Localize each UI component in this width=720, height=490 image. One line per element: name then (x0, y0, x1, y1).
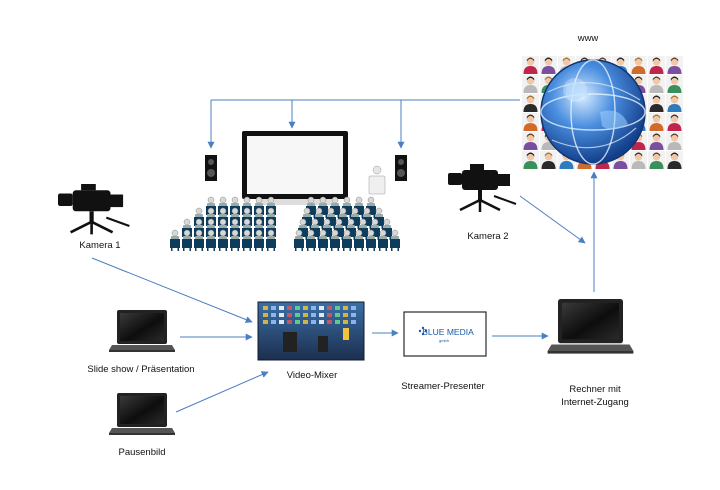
mixer-button (319, 320, 324, 324)
user-avatar-icon (648, 75, 665, 93)
video-camera-icon (56, 182, 131, 236)
mixer-button (295, 320, 300, 324)
mixer-button (287, 306, 292, 310)
mixer-button (319, 313, 324, 317)
mixer-button (263, 306, 268, 310)
mixer-button (303, 313, 308, 317)
user-avatar-icon (522, 94, 539, 112)
mixer-button (311, 313, 316, 317)
speaker-icon (395, 155, 407, 181)
mixer-button (351, 320, 356, 324)
user-avatar-icon (540, 151, 557, 169)
mixer-button (287, 320, 292, 324)
globe-icon (540, 59, 646, 165)
mixer-button (263, 313, 268, 317)
laptop-icon (109, 310, 175, 352)
presenter-icon (368, 165, 386, 195)
user-avatar-icon (666, 75, 683, 93)
mixer-button (279, 313, 284, 317)
label-slideshow: Slide show / Präsentation (87, 364, 195, 375)
mixer-button (327, 306, 332, 310)
mixer-button (287, 313, 292, 317)
connection-arrows (91, 99, 598, 413)
mixer-button (295, 306, 300, 310)
mixer-button (327, 313, 332, 317)
mixer-button (295, 313, 300, 317)
user-avatar-icon (648, 151, 665, 169)
logo-subtext: gmbh (439, 338, 449, 343)
mixer-button (327, 320, 332, 324)
mixer-button (343, 320, 348, 324)
label-rechner-line1: Rechner mit (569, 384, 621, 395)
mixer-button (263, 320, 268, 324)
user-avatar-icon (540, 56, 557, 74)
logo-text: BLUE MEDIA (422, 327, 474, 337)
user-avatar-icon (666, 151, 683, 169)
mixer-button (351, 306, 356, 310)
user-avatar-icon (522, 113, 539, 131)
user-avatar-icon (522, 151, 539, 169)
mixer-button (279, 306, 284, 310)
label-streamer: Streamer-Presenter (401, 381, 485, 392)
arrow-kamera2-rechner (519, 195, 586, 244)
user-avatar-icon (522, 132, 539, 150)
mixer-button (335, 320, 340, 324)
user-avatar-icon (522, 56, 539, 74)
speaker-icon (205, 155, 217, 181)
arrow-pausenbild-mixer (175, 371, 269, 413)
label-www: www (577, 33, 599, 44)
user-avatar-icon (648, 56, 665, 74)
laptop-icon (547, 299, 634, 354)
mixer-button (351, 313, 356, 317)
label-pausenbild: Pausenbild (118, 447, 166, 458)
mixer-button (271, 313, 276, 317)
user-avatar-icon (648, 94, 665, 112)
mixer-button (303, 320, 308, 324)
user-avatar-icon (648, 132, 665, 150)
seated-person (169, 229, 181, 252)
user-avatar-icon (666, 94, 683, 112)
mixer-button (335, 306, 340, 310)
user-avatar-icon (666, 56, 683, 74)
label-rechner-line2: Internet-Zugang (561, 397, 629, 408)
mixer-button (311, 320, 316, 324)
user-avatar-icon (522, 75, 539, 93)
mixer-button (343, 306, 348, 310)
label-videomixer: Video-Mixer (286, 370, 338, 381)
label-kamera2: Kamera 2 (467, 231, 509, 242)
video-mixer-icon (257, 301, 365, 361)
mixer-button (311, 306, 316, 310)
mixer-button (319, 306, 324, 310)
user-avatar-icon (630, 151, 647, 169)
mixer-button (303, 306, 308, 310)
user-avatar-icon (666, 132, 683, 150)
mixer-button (271, 320, 276, 324)
laptop-icon (109, 393, 175, 435)
audience-icon (169, 196, 401, 252)
label-kamera1: Kamera 1 (79, 240, 121, 251)
user-avatar-icon (630, 56, 647, 74)
mixer-button (271, 306, 276, 310)
user-avatar-icon (648, 113, 665, 131)
mixer-button (335, 313, 340, 317)
streamer-presenter-box: BLUE MEDIA gmbh (403, 311, 487, 357)
arrow-kamera1-mixer (91, 257, 253, 323)
mixer-button (279, 320, 284, 324)
projection-screen-icon (242, 131, 348, 205)
user-avatar-icon (666, 113, 683, 131)
video-camera-icon (446, 162, 518, 214)
blue-media-logo: BLUE MEDIA gmbh (418, 326, 474, 343)
mixer-button (343, 313, 348, 317)
